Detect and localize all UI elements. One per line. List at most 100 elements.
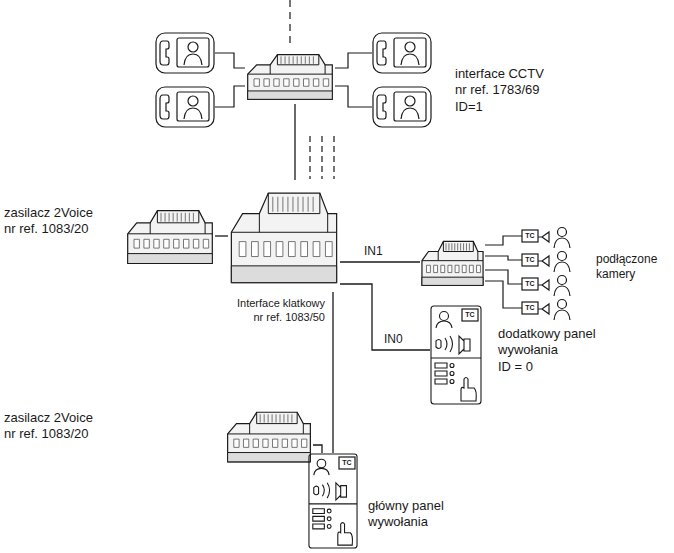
- drawing-part: [338, 523, 353, 546]
- drawing-part: [314, 468, 329, 475]
- drawing-part: [446, 243, 447, 250]
- drawing-part: [301, 56, 302, 63]
- riser-dashed: [310, 136, 334, 179]
- drawing-part: [291, 414, 292, 422]
- drawing-part: [303, 197, 304, 212]
- drawing-part: [282, 197, 283, 212]
- drawing-part: [469, 265, 473, 272]
- device-label: interface CCTVnr ref. 1783/69ID=1: [455, 66, 544, 115]
- drawing-part: [231, 193, 336, 283]
- drawing-part: [185, 213, 186, 222]
- monitor-icon: [373, 33, 431, 73]
- drawing-part: [477, 265, 481, 272]
- tc-mark: TC: [522, 230, 538, 242]
- drawing-part: [441, 265, 445, 272]
- device-module-node: podłączone kamery: [420, 235, 485, 290]
- drawing-part: [228, 412, 311, 434]
- drawing-part: [422, 241, 483, 285]
- camera-icon: [538, 228, 570, 249]
- drawing-part: [277, 197, 278, 212]
- device-module-node: interface CCTVnr ref. 1783/69ID=1: [245, 48, 335, 104]
- drawing-part: [327, 517, 331, 521]
- drawing-part: [427, 265, 431, 272]
- drawing-part: [327, 509, 331, 513]
- drawing-part: [455, 265, 459, 272]
- drawing-part: [436, 340, 441, 349]
- device-name: dodatkowy panel wywołania: [498, 326, 610, 359]
- drawing-part: [327, 525, 331, 529]
- drawing-part: [313, 516, 325, 521]
- drawing-part: [445, 336, 453, 352]
- drawing-part: [174, 239, 179, 248]
- drawing-part: [313, 56, 314, 63]
- device-module-node: zasilacz 2Voicenr ref. 1083/20: [225, 405, 313, 467]
- drawing-part: [181, 213, 182, 222]
- drawing-part: [254, 79, 259, 86]
- tc-frame: [522, 230, 538, 242]
- drawing-part: [462, 265, 466, 272]
- device-label: Interface klatkowynr ref. 1083/50: [237, 297, 325, 325]
- drawing-part: [459, 336, 470, 354]
- input-label: IN1: [362, 244, 385, 259]
- drawing-part: [272, 414, 273, 422]
- drawing-part: [193, 239, 198, 248]
- drawing-part: [248, 55, 333, 100]
- drawing-part: [287, 197, 288, 212]
- drawing-part: [457, 243, 458, 250]
- drawing-part: [128, 254, 213, 264]
- drawing-part: [285, 56, 286, 63]
- bus-wire: [294, 104, 295, 180]
- tc-frame: [522, 254, 538, 266]
- drawing-part: [463, 243, 464, 250]
- camera-icon: [538, 276, 570, 297]
- bus-wire: [215, 235, 228, 236]
- drawing-part: [173, 213, 174, 222]
- drawing-part: [436, 321, 452, 328]
- device-detail: ID=1: [455, 99, 544, 115]
- drawing-part: [308, 197, 309, 212]
- bus-wire: [332, 292, 333, 453]
- drawing-part: [292, 197, 293, 212]
- camera-icon: [538, 252, 570, 273]
- drawing-part: [294, 79, 299, 86]
- drawing-part: [336, 483, 347, 500]
- drawing-part: [313, 524, 325, 529]
- device-label: dodatkowy panel wywołaniaID = 0: [498, 326, 610, 375]
- riser-dashed: [289, 0, 290, 46]
- device-detail: nr ref. 1083/50: [237, 311, 325, 325]
- drawing-part: [302, 439, 307, 447]
- drawing-part: [273, 439, 278, 447]
- drawing-part: [239, 242, 246, 257]
- drawing-part: [435, 371, 447, 376]
- device-name: główny panel wywołania: [368, 498, 480, 531]
- drawing-part: [422, 277, 483, 285]
- drawing-part: [184, 239, 189, 248]
- drawing-part: [231, 193, 336, 232]
- monitor-wire: [215, 53, 372, 107]
- drawing-part: [228, 453, 311, 462]
- drawing-part: [276, 414, 277, 422]
- drawing-part: [274, 79, 279, 86]
- drawing-part: [448, 265, 452, 272]
- device-label: główny panel wywołania: [368, 498, 480, 531]
- drawing-part: [325, 242, 332, 257]
- drawing-part: [289, 56, 290, 63]
- drawing-part: [264, 414, 265, 422]
- drawing-part: [276, 242, 283, 257]
- device-label: zasilacz 2Voicenr ref. 1083/20: [4, 410, 93, 443]
- drawing-part: [154, 239, 159, 248]
- drawing-part: [431, 357, 481, 358]
- drawing-part: [164, 239, 169, 248]
- drawing-part: [234, 439, 239, 447]
- monitor-icon: [156, 87, 214, 127]
- drawing-part: [128, 211, 213, 264]
- device-label: podłączone kamery: [596, 252, 668, 282]
- drawing-part: [435, 379, 447, 384]
- bus-wire: [340, 261, 420, 262]
- din-module: [125, 203, 215, 269]
- drawing-part: [264, 242, 271, 257]
- drawing-part: [193, 213, 194, 222]
- bus-wire: [340, 284, 430, 350]
